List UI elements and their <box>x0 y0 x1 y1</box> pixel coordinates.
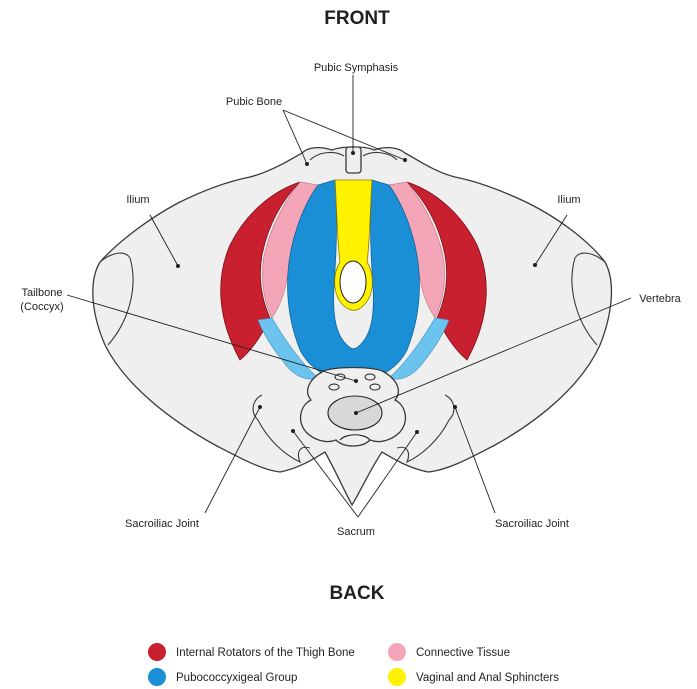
label-tailbone: Tailbone <box>22 287 63 299</box>
sphincter-opening <box>340 261 366 303</box>
back-heading: BACK <box>330 583 385 604</box>
label-ilium-right: Ilium <box>557 194 580 206</box>
legend-item-pubococcygeal: Pubococcyxigeal Group <box>148 668 297 686</box>
pubic-symphasis-block <box>346 147 361 173</box>
legend-label-sphincters: Vaginal and Anal Sphincters <box>416 672 559 684</box>
label-sacroiliac-right: Sacroiliac Joint <box>495 518 569 530</box>
legend-item-rotators: Internal Rotators of the Thigh Bone <box>148 643 355 661</box>
label-sacrum: Sacrum <box>337 526 375 538</box>
sacrum-group <box>301 368 406 447</box>
label-coccyx: (Coccyx) <box>20 301 63 313</box>
legend-item-connective: Connective Tissue <box>388 643 510 661</box>
legend-item-sphincters: Vaginal and Anal Sphincters <box>388 668 559 686</box>
label-pubic-bone: Pubic Bone <box>226 96 282 108</box>
label-sacroiliac-left: Sacroiliac Joint <box>125 518 199 530</box>
legend-swatch-connective <box>388 643 406 661</box>
legend-swatch-pubococcygeal <box>148 668 166 686</box>
label-ilium-left: Ilium <box>126 194 149 206</box>
label-vertebra: Vertebra <box>639 293 681 305</box>
legend-label-rotators: Internal Rotators of the Thigh Bone <box>176 647 355 659</box>
label-pubic-symphasis: Pubic Symphasis <box>314 62 399 74</box>
front-heading: FRONT <box>324 8 390 29</box>
legend-swatch-rotators <box>148 643 166 661</box>
legend-label-connective: Connective Tissue <box>416 647 510 659</box>
legend-label-pubococcygeal: Pubococcyxigeal Group <box>176 672 297 684</box>
legend: Internal Rotators of the Thigh Bone Conn… <box>148 643 559 686</box>
legend-swatch-sphincters <box>388 668 406 686</box>
